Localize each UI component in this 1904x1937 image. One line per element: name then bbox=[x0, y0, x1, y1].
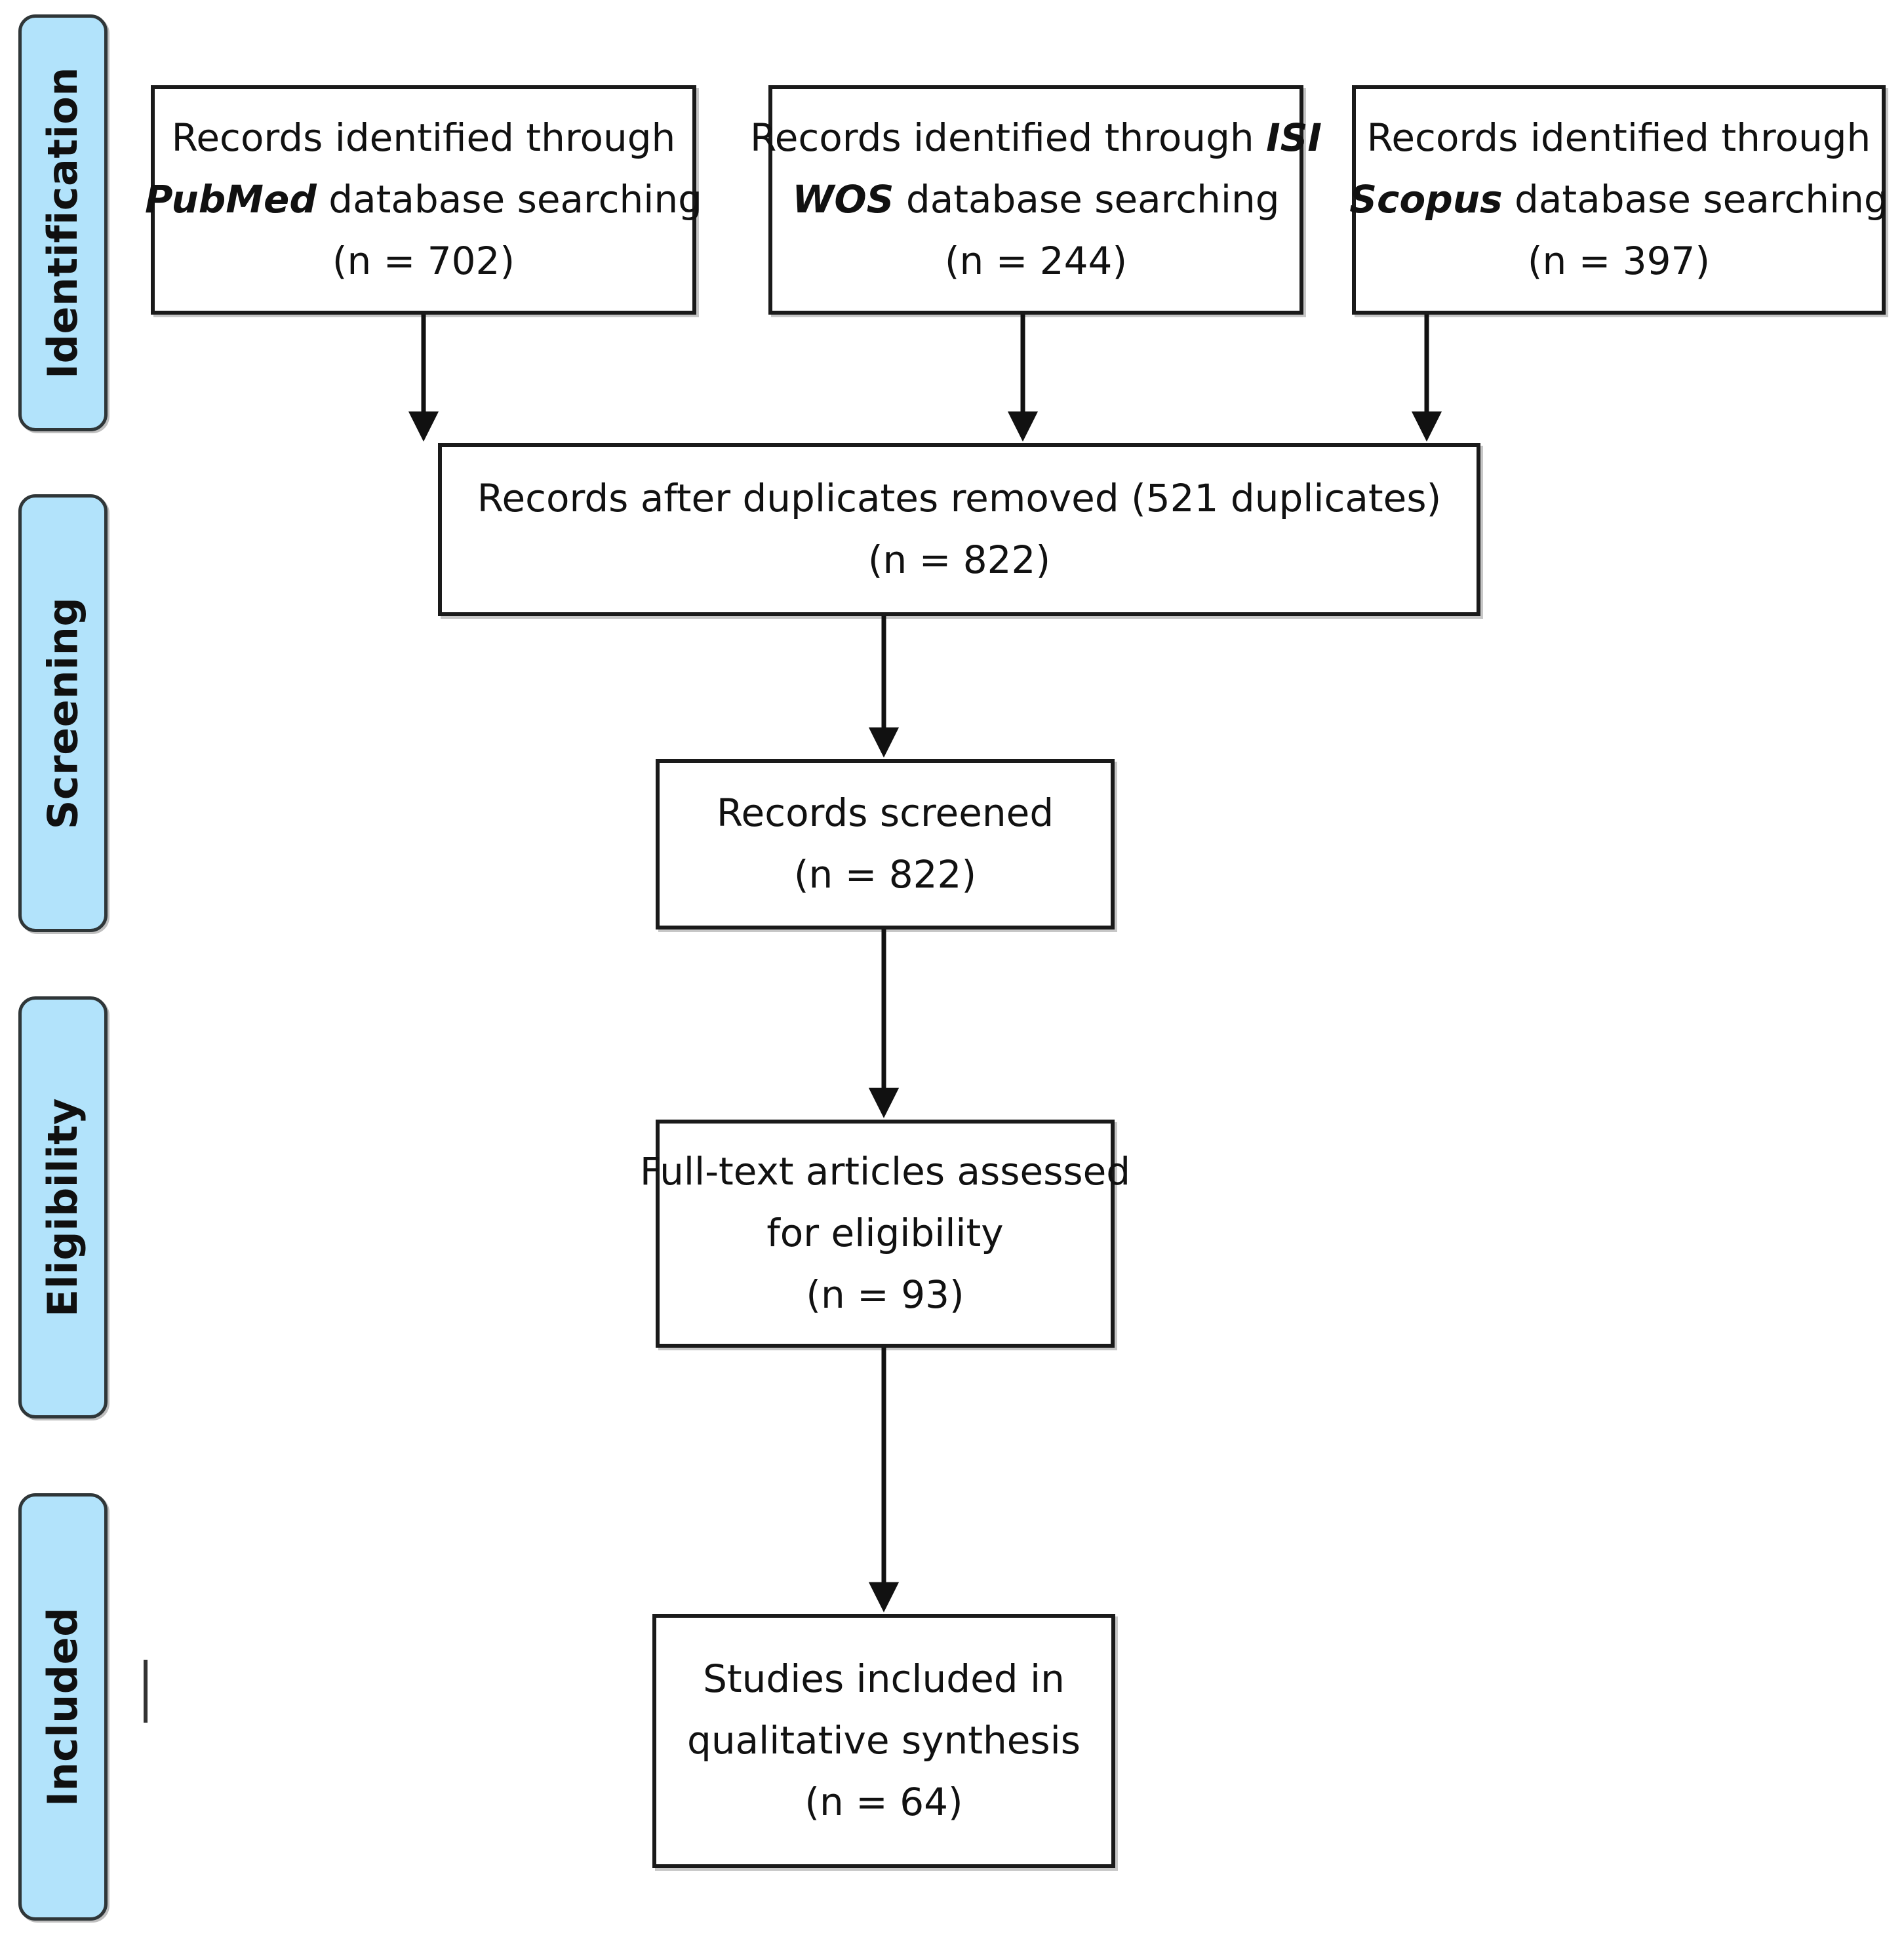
box-studies-included-count: (n = 64) bbox=[804, 1779, 963, 1824]
stray-tick-mark bbox=[144, 1660, 148, 1723]
box-duplicates-removed: Records after duplicates removed (521 du… bbox=[438, 443, 1480, 616]
box-scopus-line-1: Records identified through bbox=[1366, 115, 1871, 161]
box-scopus-line-2: Scopus database searching bbox=[1349, 169, 1888, 231]
box-scopus-count: (n = 397) bbox=[1527, 238, 1711, 283]
stage-pill-included: Included bbox=[18, 1493, 108, 1921]
box-pubmed-line-1: Records identified through bbox=[171, 115, 676, 161]
box-fulltext-assessed-count: (n = 93) bbox=[806, 1272, 964, 1317]
box-isi-wos-line-2-rest: database searching bbox=[894, 177, 1280, 222]
box-pubmed-count: (n = 702) bbox=[332, 238, 515, 283]
box-isi-wos-line-2: WOS database searching bbox=[792, 169, 1279, 231]
box-scopus-source-name: Scopus bbox=[1349, 177, 1503, 222]
box-scopus-line-2-rest: database searching bbox=[1502, 177, 1888, 222]
box-pubmed-line-2-rest: database searching bbox=[316, 177, 702, 222]
stage-pill-eligibility: Eligibility bbox=[18, 996, 108, 1419]
box-isi-wos-line-1-rest: Records identified through bbox=[750, 115, 1267, 161]
box-pubmed-line-2: PubMed database searching bbox=[145, 169, 702, 231]
box-pubmed-source-name: PubMed bbox=[145, 177, 317, 222]
stage-pill-screening: Screening bbox=[18, 494, 108, 932]
box-fulltext-assessed-line-2: for eligibility bbox=[766, 1211, 1004, 1256]
box-duplicates-removed-line-1: Records after duplicates removed (521 du… bbox=[477, 476, 1442, 521]
box-records-screened-count: (n = 822) bbox=[793, 852, 977, 897]
box-pubmed-records: Records identified through PubMed databa… bbox=[145, 85, 702, 315]
box-studies-included-line-2: qualitative synthesis bbox=[687, 1718, 1081, 1763]
box-isi-wos-source-name-2: WOS bbox=[792, 177, 894, 222]
box-fulltext-assessed: Full-text articles assessed for eligibil… bbox=[640, 1120, 1130, 1348]
box-studies-included-line-1: Studies included in bbox=[703, 1656, 1065, 1702]
box-records-screened-line-1: Records screened bbox=[716, 791, 1054, 836]
stage-label-eligibility: Eligibility bbox=[39, 1097, 87, 1318]
stage-label-screening: Screening bbox=[39, 597, 87, 830]
box-isi-wos-count: (n = 244) bbox=[944, 238, 1128, 283]
stage-label-identification: Identification bbox=[39, 67, 87, 379]
box-studies-included: Studies included in qualitative synthesi… bbox=[652, 1614, 1115, 1868]
box-isi-wos-records: Records identified through ISI WOS datab… bbox=[750, 85, 1322, 315]
stage-pill-identification: Identification bbox=[18, 14, 108, 431]
box-fulltext-assessed-line-1: Full-text articles assessed bbox=[639, 1149, 1131, 1194]
box-isi-wos-line-1: Records identified through ISI bbox=[750, 108, 1322, 169]
box-duplicates-removed-count: (n = 822) bbox=[867, 538, 1051, 582]
box-isi-wos-source-name-1: ISI bbox=[1266, 115, 1322, 161]
box-records-screened: Records screened (n = 822) bbox=[656, 759, 1115, 929]
box-scopus-records: Records identified through Scopus databa… bbox=[1349, 85, 1888, 315]
stage-label-included: Included bbox=[39, 1607, 87, 1807]
